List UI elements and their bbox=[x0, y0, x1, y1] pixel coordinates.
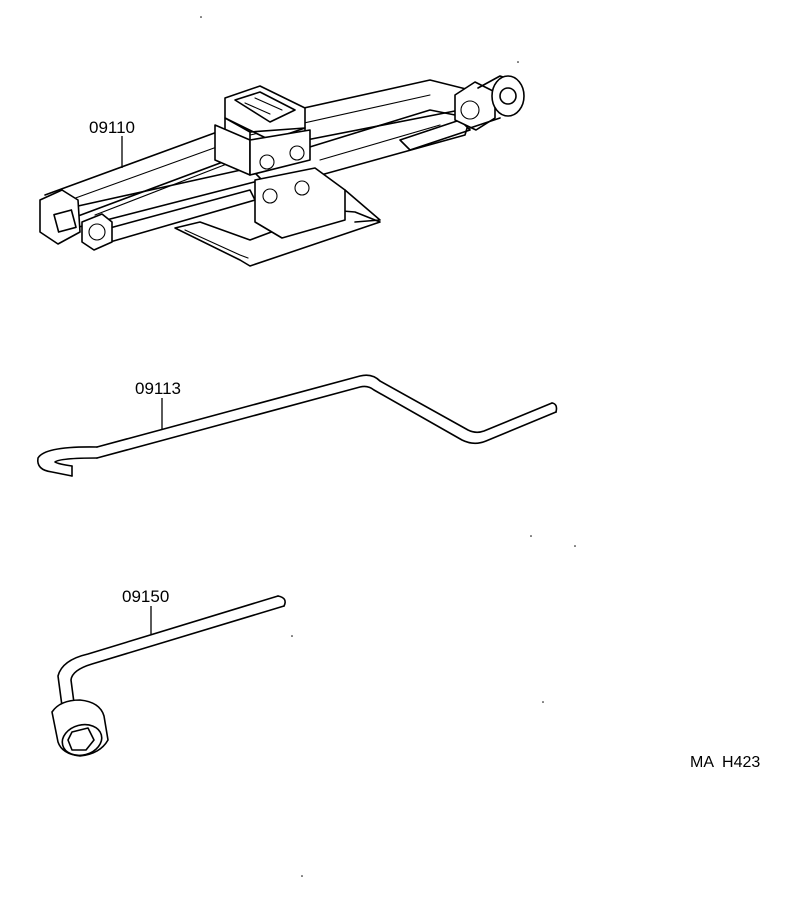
scissor-jack-drawing bbox=[39, 75, 525, 267]
drawing-reference-code: MA H423 bbox=[690, 754, 760, 771]
jack-handle-part-number: 09113 bbox=[135, 379, 181, 398]
scan-specks bbox=[200, 16, 576, 877]
jack-handle-drawing bbox=[36, 374, 558, 477]
wheel-nut-wrench-drawing bbox=[51, 595, 286, 757]
wheel-nut-wrench-part-number: 09150 bbox=[122, 587, 169, 606]
jack-part-number: 09110 bbox=[89, 118, 135, 137]
